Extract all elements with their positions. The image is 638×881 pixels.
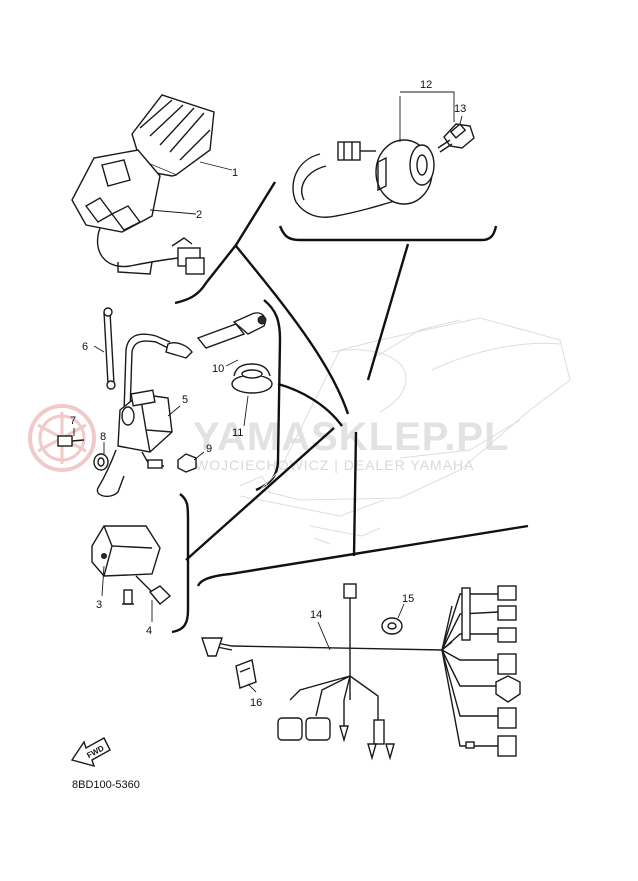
watermark-subtitle: WOJCIECHOWICZ | DEALER YAMAHA	[195, 457, 474, 473]
group-separator-middle	[255, 299, 282, 492]
group-separator-top-right	[278, 225, 498, 242]
group-separator-lower-left	[171, 493, 190, 634]
spark-plug-cap-10[interactable]	[165, 312, 267, 359]
callout-7: 7	[70, 415, 76, 427]
callout-11: 11	[232, 427, 243, 439]
wire-harness-part-14[interactable]	[211, 587, 499, 747]
key-part-13[interactable]	[437, 123, 475, 153]
bolt-part-7[interactable]	[57, 435, 85, 447]
clamp-part-16[interactable]	[235, 659, 257, 689]
callout-10: 10	[212, 363, 224, 375]
ignition-coil-part-5[interactable]	[117, 389, 173, 453]
callout-9: 9	[206, 443, 212, 455]
callout-13: 13	[454, 103, 466, 115]
harness-end-connector-left[interactable]	[201, 637, 223, 657]
callout-16: 16	[250, 697, 262, 709]
main-switch-connector[interactable]	[337, 141, 361, 161]
main-switch-body[interactable]	[375, 139, 435, 205]
cdi-connector[interactable]	[171, 237, 205, 275]
callout-1: 1	[232, 167, 238, 179]
bolt-part-4[interactable]	[135, 575, 172, 605]
pointer-lines	[185, 243, 529, 587]
nut-part-9[interactable]	[177, 453, 197, 473]
group-separator-top-left	[174, 181, 277, 305]
callout-2: 2	[196, 209, 202, 221]
band-part-6[interactable]	[103, 307, 116, 390]
callout-4: 4	[146, 625, 152, 637]
callout-6: 6	[82, 341, 88, 353]
fwd-arrow-icon: FWD	[70, 737, 111, 768]
diagram-code: 8BD100-5360	[72, 779, 140, 791]
grommet-part-15[interactable]	[381, 617, 403, 635]
rectifier-part-3[interactable]	[91, 525, 161, 577]
bottom-connectors[interactable]	[277, 717, 395, 761]
harness-connector-top[interactable]	[343, 583, 357, 599]
callout-15: 15	[402, 593, 414, 605]
main-switch-assembly[interactable]	[292, 123, 475, 218]
rectifier-assembly[interactable]	[91, 525, 172, 605]
cdi-unit-assembly[interactable]	[71, 94, 215, 275]
callout-12: 12	[420, 79, 432, 91]
callout-5: 5	[182, 394, 188, 406]
callout-14: 14	[310, 609, 322, 621]
wire-harness-assembly[interactable]	[201, 583, 521, 761]
callout-8: 8	[100, 431, 106, 443]
callouts: 1 2 3 4 5 6 7 8 9 10 11 12 13 14 15 16	[70, 79, 466, 709]
right-connectors[interactable]	[465, 585, 521, 757]
washer-part-8[interactable]	[93, 453, 109, 471]
ignition-coil-assembly[interactable]	[57, 307, 273, 498]
plug-cap-cover-11[interactable]	[231, 363, 273, 394]
terminal-connector[interactable]	[147, 459, 163, 469]
cdi-bracket-part-2[interactable]	[71, 149, 161, 233]
bushing[interactable]	[122, 589, 134, 605]
callout-3: 3	[96, 599, 102, 611]
